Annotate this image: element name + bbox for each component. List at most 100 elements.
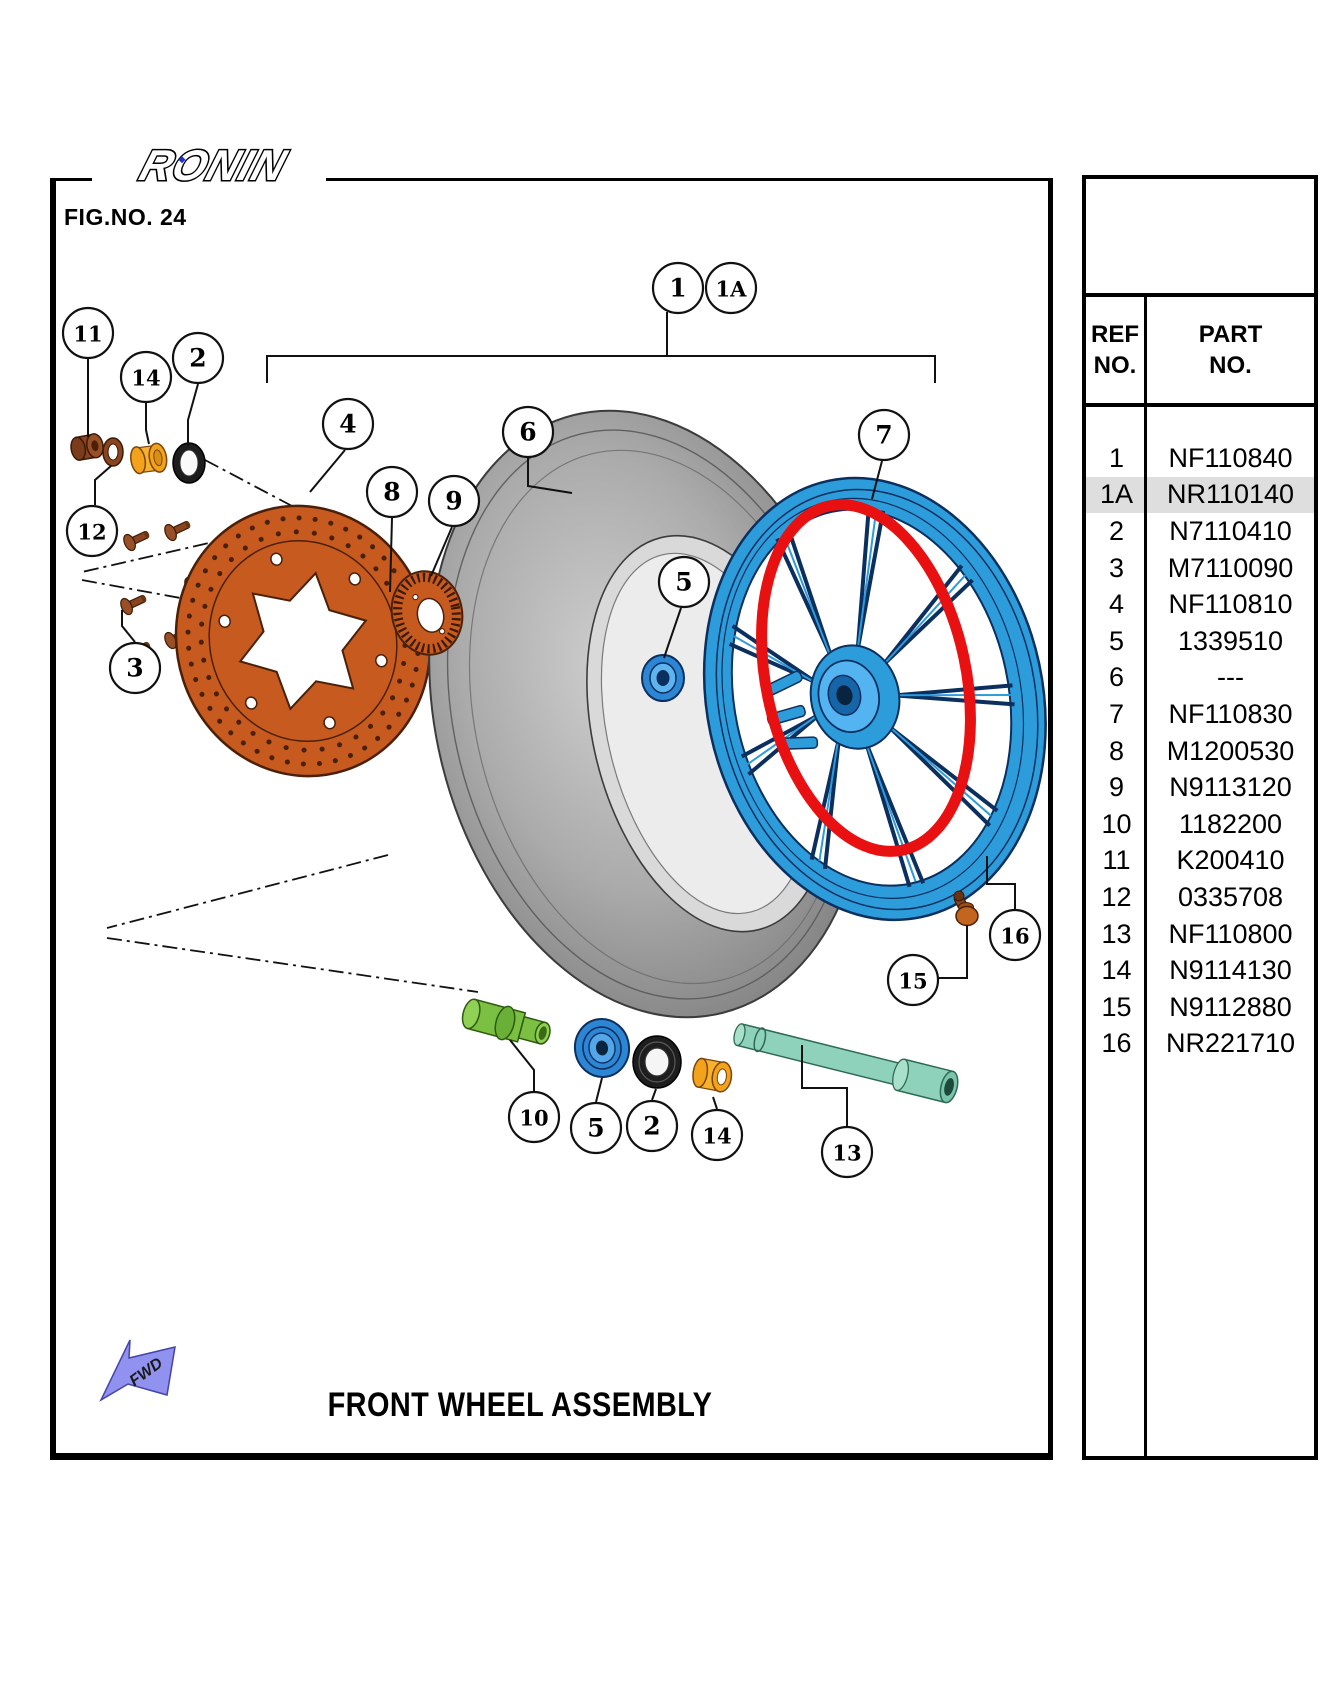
callout-label: 12 [77, 520, 106, 545]
ref-cell: 16 [1101, 1028, 1132, 1059]
part-cell: N7110410 [1169, 515, 1292, 546]
fwd-arrow: FWD [99, 1339, 176, 1402]
figure-title: FRONT WHEEL ASSEMBLY [327, 1386, 713, 1424]
ref-cell: 3 [1108, 552, 1125, 583]
callout-6: 6 [501, 405, 555, 459]
bolt [123, 530, 150, 552]
seal-lower [632, 1035, 682, 1089]
part-cell: NR221710 [1165, 1028, 1296, 1059]
ref-cell: 2 [1108, 515, 1125, 546]
part-cell: --- [1217, 662, 1244, 693]
callout-3: 3 [108, 641, 162, 695]
seal-top [172, 442, 206, 484]
part-cell: N9114130 [1169, 955, 1292, 986]
callout-label: 5 [587, 1114, 604, 1143]
callout-label: 13 [832, 1141, 861, 1166]
part-cell: K200410 [1176, 845, 1285, 876]
callout-11: 11 [61, 306, 115, 360]
callout-14: 14 [690, 1108, 744, 1162]
table-top-cell [1086, 179, 1314, 297]
table-row: 5 1339510 [1086, 623, 1314, 660]
valve-stem [953, 890, 979, 927]
ref-cell: 14 [1101, 955, 1132, 986]
axle-spacer [461, 998, 551, 1045]
table-row: 13 NF110800 [1086, 916, 1314, 953]
ref-no-header: REF NO. [1086, 297, 1147, 403]
ref-cell: 9 [1108, 772, 1125, 803]
table-row: 1 NF110840 [1086, 440, 1314, 477]
table-row: 7 NF110830 [1086, 696, 1314, 733]
centerlines [81, 459, 479, 993]
callout-label: 3 [126, 654, 143, 683]
ref-cell: 1A [1099, 479, 1134, 510]
callout-label: 6 [519, 418, 536, 447]
ref-cell: 12 [1101, 881, 1132, 912]
callout-2: 2 [171, 331, 225, 385]
table-row: 6--- [1086, 660, 1314, 697]
callout-label: 8 [383, 478, 400, 507]
ref-cell: 7 [1108, 698, 1125, 729]
bolt [120, 594, 147, 616]
bushing-bottom [692, 1057, 733, 1093]
part-no-header: PART NO. [1147, 297, 1314, 403]
table-row: 12 0335708 [1086, 879, 1314, 916]
part-cell: M7110090 [1167, 552, 1294, 583]
callout-4: 4 [321, 397, 375, 451]
bolt [164, 520, 191, 542]
callout-label: 16 [1000, 924, 1029, 949]
part-cell: NF110810 [1168, 589, 1293, 620]
ref-cell: 13 [1101, 918, 1132, 949]
callout-label: 9 [445, 487, 462, 516]
ref-cell: 1 [1108, 442, 1125, 473]
callout-label: 2 [643, 1112, 660, 1141]
callout-label: 2 [189, 344, 206, 373]
part-header-line2: NO. [1209, 352, 1252, 379]
callout-1A: 1A [704, 261, 758, 315]
ref-cell: 11 [1102, 845, 1131, 876]
callout-2: 2 [625, 1099, 679, 1153]
callout-5: 5 [657, 555, 711, 609]
brand-logo: RONIN [92, 138, 326, 191]
rim-highlight-ellipse [756, 499, 976, 857]
table-row: 16 NR221710 [1086, 1026, 1314, 1063]
bearing-lower [573, 1018, 631, 1078]
table-header: REF NO. PART NO. [1086, 297, 1314, 407]
callout-10: 10 [507, 1090, 561, 1144]
ref-header-line1: REF [1091, 320, 1139, 348]
ref-cell: 5 [1108, 625, 1125, 656]
brand-logo-text: RONIN [134, 142, 292, 190]
tone-ring [390, 570, 464, 656]
callout-label: 1A [716, 277, 748, 302]
callout-7: 7 [857, 408, 911, 462]
callout-lines [87, 312, 1016, 1126]
callout-label: 1 [669, 274, 686, 303]
part-cell: 1339510 [1177, 625, 1284, 656]
washer [102, 437, 124, 467]
part-cell: 0335708 [1177, 881, 1284, 912]
ref-cell: 10 [1101, 808, 1132, 839]
callout-1: 1 [651, 261, 705, 315]
table-row: 11 K200410 [1086, 843, 1314, 880]
ref-cell: 4 [1108, 589, 1125, 620]
callout-5: 5 [569, 1101, 623, 1155]
part-cell: NF110800 [1168, 918, 1293, 949]
ref-cell: 15 [1101, 991, 1132, 1022]
callout-label: 10 [519, 1106, 548, 1131]
table-row: 14 N9114130 [1086, 952, 1314, 989]
part-header-line1: PART [1198, 320, 1263, 348]
callout-label: 14 [131, 366, 160, 391]
part-cell: NF110830 [1168, 698, 1293, 729]
figure-number: FIG.NO. 24 [64, 204, 187, 230]
callout-label: 11 [73, 322, 102, 347]
front-axle [733, 1023, 959, 1104]
part-cell: N9113120 [1169, 772, 1292, 803]
callout-8: 8 [365, 465, 419, 519]
ref-header-line2: NO. [1093, 352, 1137, 379]
part-cell: NF110840 [1168, 442, 1293, 473]
ref-cell: 8 [1108, 735, 1125, 766]
